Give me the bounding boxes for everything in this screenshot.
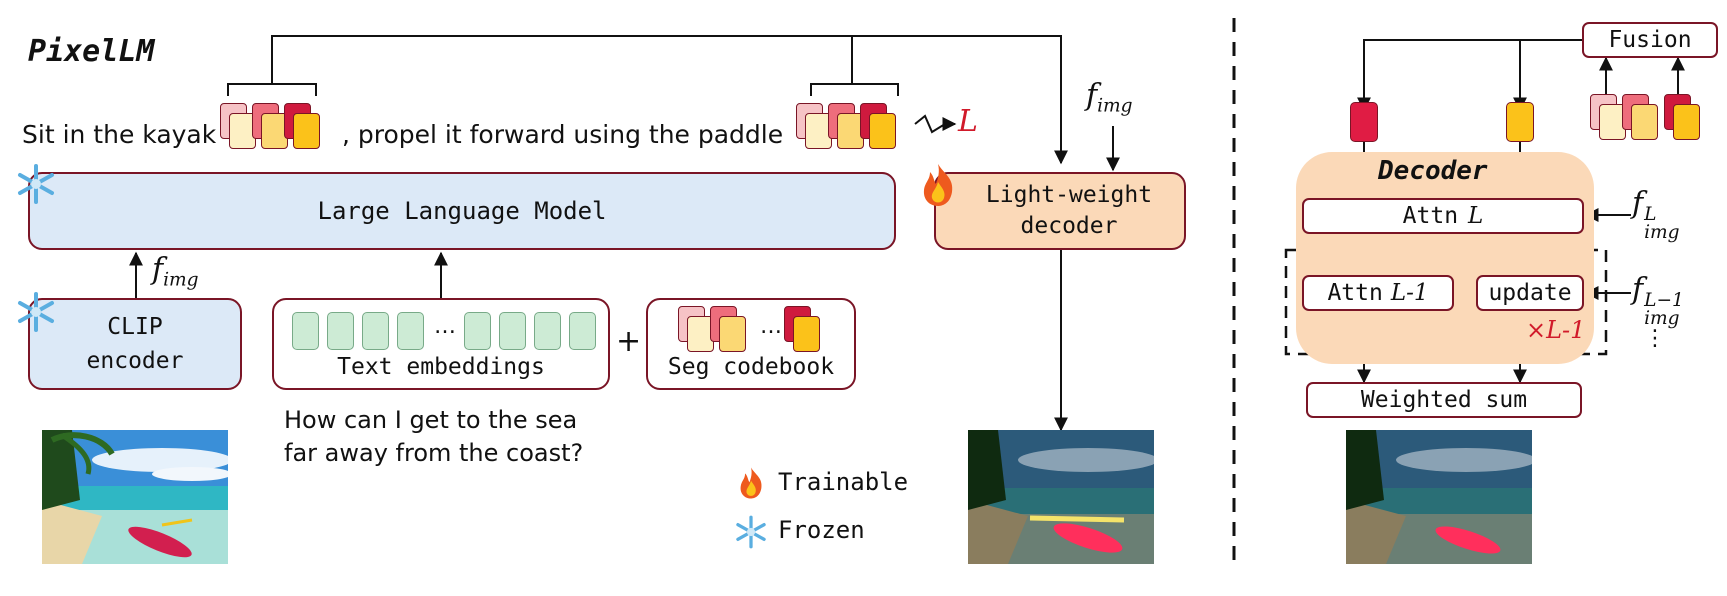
seg-token-red <box>1350 102 1378 142</box>
weighted-sum-box: Weighted sum <box>1306 382 1582 418</box>
fire-icon <box>736 466 766 504</box>
weighted-sum-label: Weighted sum <box>1360 387 1528 413</box>
attn-lower-box: Attn L-1 <box>1302 275 1454 311</box>
ellipsis: … <box>760 314 782 339</box>
question-text: How can I get to the sea far away from t… <box>284 406 584 468</box>
legend-trainable: Trainable <box>778 468 909 496</box>
plus-sign: + <box>616 324 642 359</box>
clip-encoder-box: CLIP encoder <box>28 298 242 390</box>
vertical-ellipsis: ⋮ <box>1644 326 1666 351</box>
seg-token-group <box>220 100 335 156</box>
llm-label: Large Language Model <box>317 197 607 225</box>
snowflake-icon <box>733 514 769 554</box>
snowflake-icon <box>14 290 58 338</box>
attn-lower-label: Attn <box>1327 280 1383 306</box>
decoder-output-image <box>1346 430 1532 564</box>
prompt-prefix: Sit in the kayak <box>22 120 217 149</box>
seg-codebook-box: Seg codebook … <box>646 298 856 390</box>
decoder-label: Light-weight decoder <box>985 181 1153 239</box>
legend-frozen: Frozen <box>778 516 865 544</box>
update-label: update <box>1488 280 1572 306</box>
output-mask-image <box>968 430 1154 564</box>
decoder-region <box>1296 152 1594 364</box>
seg-token-stack <box>1590 94 1712 142</box>
ellipsis: … <box>434 314 456 339</box>
text-embeddings-box: Text embeddings … <box>272 298 610 390</box>
image-feature-label: fimg <box>152 252 199 291</box>
decoder-title: Decoder <box>1378 156 1488 186</box>
prompt-suffix: , propel it forward using the paddle <box>342 120 784 149</box>
snowflake-icon <box>14 162 58 210</box>
fire-icon <box>918 162 958 212</box>
lightweight-decoder-box: Light-weight decoder <box>934 172 1186 250</box>
seg-codebook-label: Seg codebook <box>667 354 835 380</box>
fusion-label: Fusion <box>1608 27 1692 53</box>
repeat-label: ×L-1 <box>1526 316 1586 344</box>
input-image <box>42 430 228 564</box>
figure-title: PixelLM <box>28 34 155 69</box>
llm-box: Large Language Model <box>28 172 896 250</box>
fusion-box: Fusion <box>1582 22 1718 58</box>
attn-lower-var: L-1 <box>1390 280 1429 306</box>
attn-top-box: Attn L <box>1302 198 1584 234</box>
image-feature-label: fimg <box>1086 78 1133 117</box>
attn-top-label: Attn <box>1402 203 1459 229</box>
clip-label: CLIP encoder <box>86 313 184 375</box>
loss-label: L <box>958 104 978 139</box>
seg-token-yellow <box>1506 102 1534 142</box>
attn-top-var: L <box>1468 203 1484 229</box>
update-box: update <box>1476 275 1584 311</box>
text-embeddings-label: Text embeddings <box>337 354 545 380</box>
seg-token-group <box>796 100 911 156</box>
